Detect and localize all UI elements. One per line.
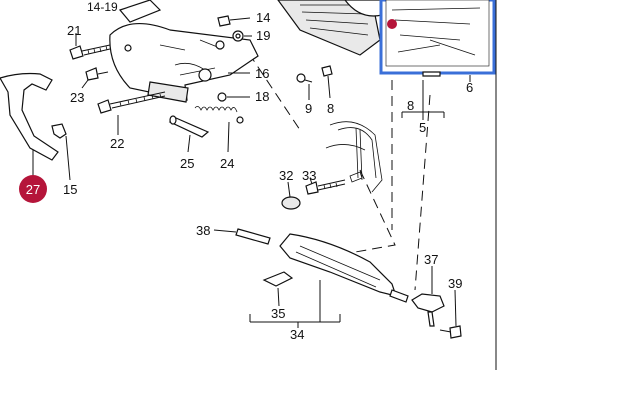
label-8-bracket: 8: [407, 98, 414, 113]
label-5: 5: [419, 120, 426, 135]
label-22: 22: [110, 136, 124, 151]
pin-38: [213, 228, 271, 245]
screw-23: [81, 67, 109, 89]
label-38: 38: [196, 223, 210, 238]
screw-33: [305, 171, 363, 195]
label-32: 32: [279, 168, 293, 183]
label-14-19: 14-19: [87, 0, 118, 14]
guide-dash: [309, 169, 396, 261]
bracket-34: [249, 280, 341, 328]
label-37: 37: [424, 252, 438, 267]
inset-marker: [387, 19, 397, 29]
label-33: 33: [302, 168, 316, 183]
label-14: 14: [256, 10, 270, 25]
bracket-5: [401, 71, 445, 120]
label-15: 15: [63, 182, 77, 197]
door-bezel: [325, 121, 383, 193]
inset-thumbnail[interactable]: [379, 0, 496, 75]
door-panel: [277, 0, 383, 56]
callout-27[interactable]: 27: [19, 175, 47, 203]
label-23: 23: [70, 90, 84, 105]
label-35: 35: [271, 306, 285, 321]
label-39: 39: [448, 276, 462, 291]
clip-8: [321, 65, 333, 99]
label-18: 18: [255, 89, 269, 104]
cap-32: [281, 181, 301, 210]
lock-cylinder-37: [411, 266, 445, 327]
label-21: 21: [67, 23, 81, 38]
lock-mechanism: [109, 0, 259, 103]
label-25: 25: [180, 156, 194, 171]
label-19: 19: [256, 28, 270, 43]
screw-14: [217, 15, 251, 27]
bolt-21: [69, 33, 111, 60]
pin-25: [168, 115, 210, 153]
label-24: 24: [220, 156, 234, 171]
label-9: 9: [305, 101, 312, 116]
handle-27: [0, 72, 59, 176]
label-34: 34: [290, 327, 304, 342]
seal-35: [262, 271, 294, 307]
label-16: 16: [255, 66, 269, 81]
screw-39: [439, 289, 462, 339]
nut-18: [217, 92, 250, 102]
guide-dash: [414, 94, 431, 291]
bolt-22: [97, 91, 166, 135]
label-6: 6: [466, 80, 473, 95]
callout-label-27: 27: [26, 182, 40, 197]
label-8: 8: [327, 101, 334, 116]
clip-15: [51, 123, 71, 181]
spring-24: [194, 106, 244, 153]
nut-19: [232, 30, 252, 42]
screw-9: [296, 73, 313, 100]
outer-handle: [279, 233, 409, 303]
